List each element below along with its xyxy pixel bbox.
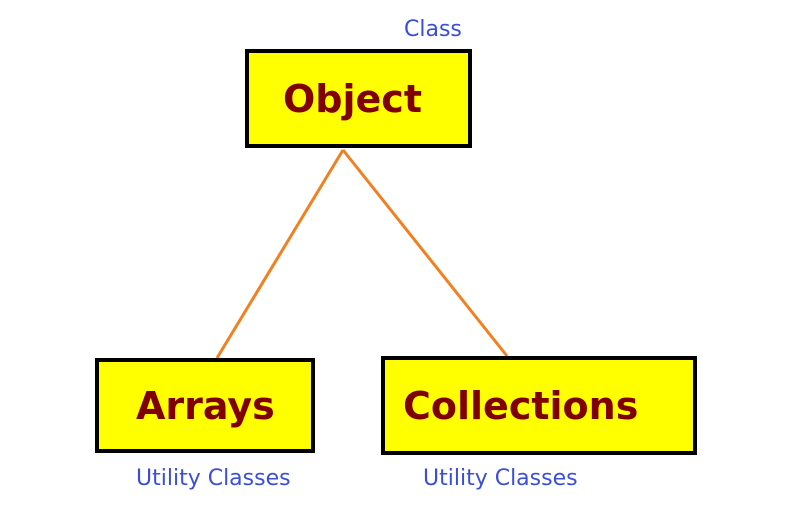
root-caption: Class xyxy=(404,17,462,42)
arrays-label: Arrays xyxy=(136,383,275,428)
object-box: Object xyxy=(245,49,472,148)
collections-box: Collections xyxy=(381,356,697,455)
collections-caption: Utility Classes xyxy=(423,466,578,491)
arrays-caption: Utility Classes xyxy=(136,466,291,491)
connector-object-to-collections xyxy=(341,149,509,357)
connector-object-to-arrays xyxy=(215,149,345,359)
object-label: Object xyxy=(283,76,422,121)
arrays-box: Arrays xyxy=(95,358,315,453)
collections-label: Collections xyxy=(403,383,639,428)
